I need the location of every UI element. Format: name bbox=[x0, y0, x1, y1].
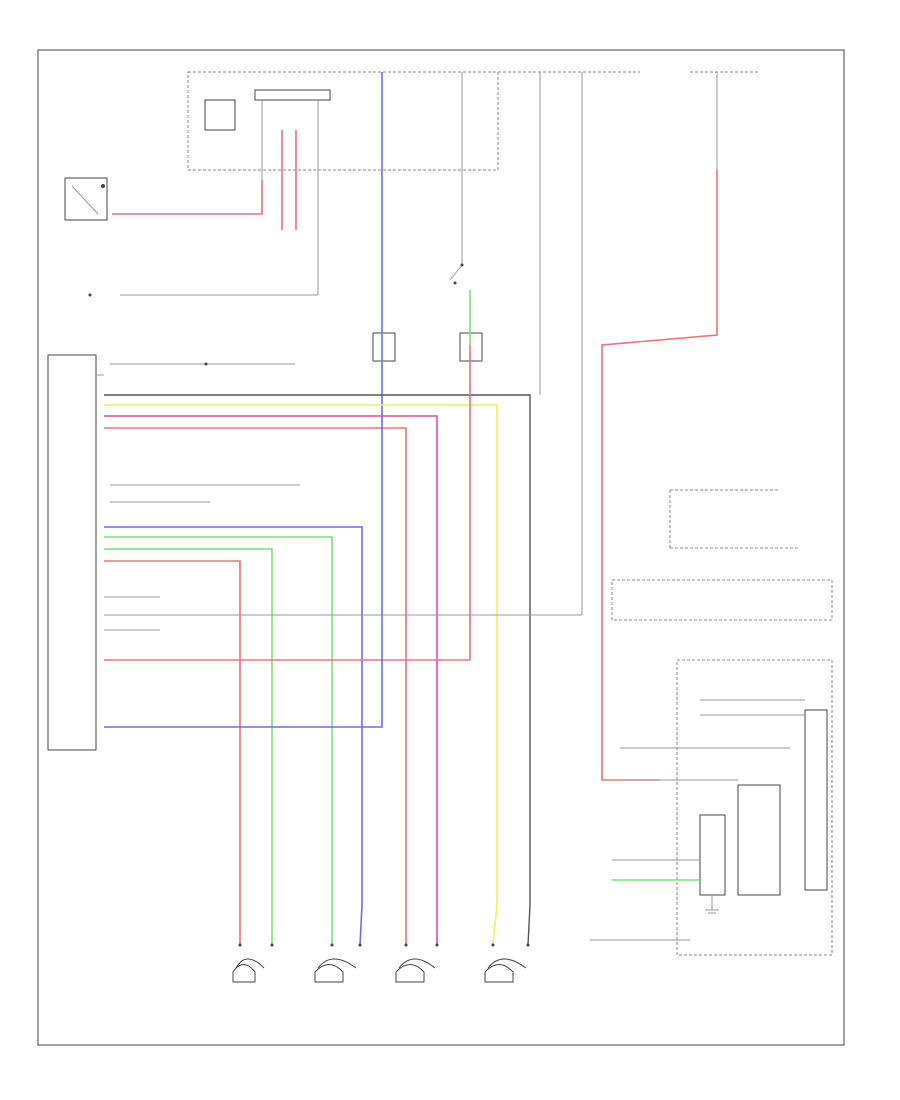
wire-blue-h bbox=[104, 526, 363, 946]
combination-meter bbox=[590, 659, 833, 956]
sensor-icon bbox=[395, 958, 436, 983]
wire-red-upper bbox=[112, 180, 263, 215]
switch-icon bbox=[64, 177, 108, 221]
wire-green-h-2 bbox=[104, 548, 273, 945]
wire-red-h bbox=[104, 427, 407, 945]
wire-blue-lower bbox=[104, 420, 383, 728]
wire-red-lower bbox=[104, 345, 471, 661]
wire-green-h bbox=[104, 536, 333, 945]
connector-icon bbox=[372, 332, 483, 362]
wire-red-h-2 bbox=[104, 560, 241, 945]
top-fuse-boxes bbox=[187, 71, 760, 171]
wire-pink-h bbox=[104, 415, 438, 945]
diagram-frame bbox=[37, 49, 845, 1046]
sensor-icon bbox=[314, 958, 357, 983]
ref-lines bbox=[110, 294, 318, 503]
wire-black-h bbox=[104, 394, 531, 946]
connector-icon bbox=[88, 293, 530, 947]
wire-red-right bbox=[601, 170, 718, 781]
sensor-icon bbox=[232, 958, 265, 983]
sensor-icon bbox=[484, 958, 527, 983]
switch-icon bbox=[449, 263, 464, 285]
ground-icon bbox=[705, 895, 719, 914]
wire-yellow-h bbox=[104, 404, 498, 946]
right-dashed-box bbox=[611, 489, 833, 621]
fuse-branches bbox=[261, 72, 718, 615]
ecu-block bbox=[47, 354, 104, 751]
